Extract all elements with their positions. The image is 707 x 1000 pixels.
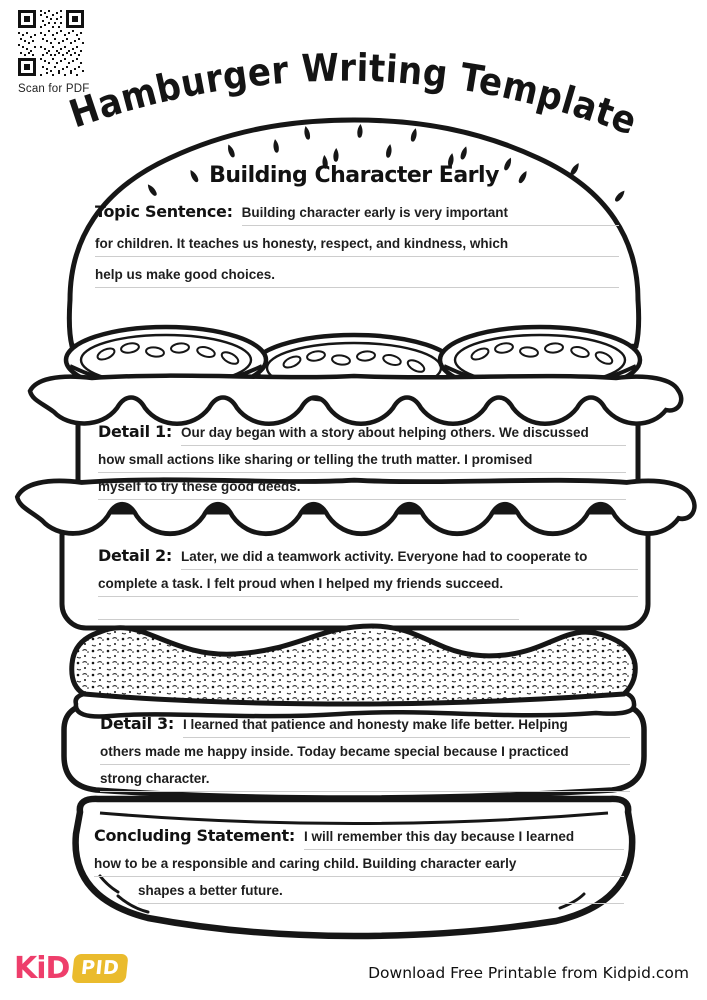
detail-2-line-3 (98, 603, 520, 620)
writing-line: Detail 1: Our day began with a story abo… (98, 422, 626, 446)
topic-sentence-section: Topic Sentence: Building character early… (95, 202, 619, 298)
concluding-statement-line-1: I will remember this day because I learn… (303, 829, 624, 850)
qr-caption: Scan for PDF (18, 83, 90, 95)
detail-2-label: Detail 2: (98, 546, 172, 565)
concluding-statement-label: Concluding Statement: (94, 826, 295, 845)
detail-3-line-2: others made me happy inside. Today becam… (100, 744, 630, 765)
writing-line: Topic Sentence: Building character early… (95, 202, 619, 226)
detail-3-section: Detail 3: I learned that patience and ho… (100, 714, 630, 798)
detail-1-label: Detail 1: (98, 422, 172, 441)
detail-3-line-1: I learned that patience and honesty make… (182, 717, 630, 738)
topic-sentence-line-1: Building character early is very importa… (241, 205, 619, 226)
essay-title: Building Character Early (209, 163, 499, 188)
writing-line: Detail 2: Later, we did a teamwork activ… (98, 546, 638, 570)
patty (69, 623, 638, 707)
detail-2-section: Detail 2: Later, we did a teamwork activ… (98, 546, 638, 626)
concluding-statement-line-2: how to be a responsible and caring child… (94, 856, 624, 877)
detail-1-line-2: how small actions like sharing or tellin… (98, 452, 626, 473)
detail-3-line-3: strong character. (100, 771, 630, 792)
topic-sentence-line-2: for children. It teaches us honesty, res… (95, 236, 619, 257)
detail-1-line-3: myself to try these good deeds. (98, 479, 626, 500)
topic-sentence-label: Topic Sentence: (95, 202, 233, 221)
detail-2-line-2: complete a task. I felt proud when I hel… (98, 576, 638, 597)
detail-3-label: Detail 3: (100, 714, 174, 733)
detail-1-line-1: Our day began with a story about helping… (180, 425, 626, 446)
detail-1-section: Detail 1: Our day began with a story abo… (98, 422, 626, 506)
writing-line: Concluding Statement: I will remember th… (94, 826, 624, 850)
topic-sentence-line-3: help us make good choices. (95, 267, 619, 288)
concluding-statement-section: Concluding Statement: I will remember th… (94, 826, 624, 910)
detail-2-line-1: Later, we did a teamwork activity. Every… (180, 549, 638, 570)
bottom-bun (72, 795, 636, 940)
writing-line: Detail 3: I learned that patience and ho… (100, 714, 630, 738)
kidpid-logo-kid: KiD (14, 951, 70, 986)
kidpid-logo-pid: PID (71, 954, 130, 983)
qr-code: Scan for PDF (18, 10, 98, 95)
footer-credit: Download Free Printable from Kidpid.com (368, 964, 689, 982)
concluding-statement-line-3: shapes a better future. (138, 883, 624, 904)
qr-code-image (18, 10, 84, 76)
kidpid-logo: KiD PID (14, 951, 130, 986)
